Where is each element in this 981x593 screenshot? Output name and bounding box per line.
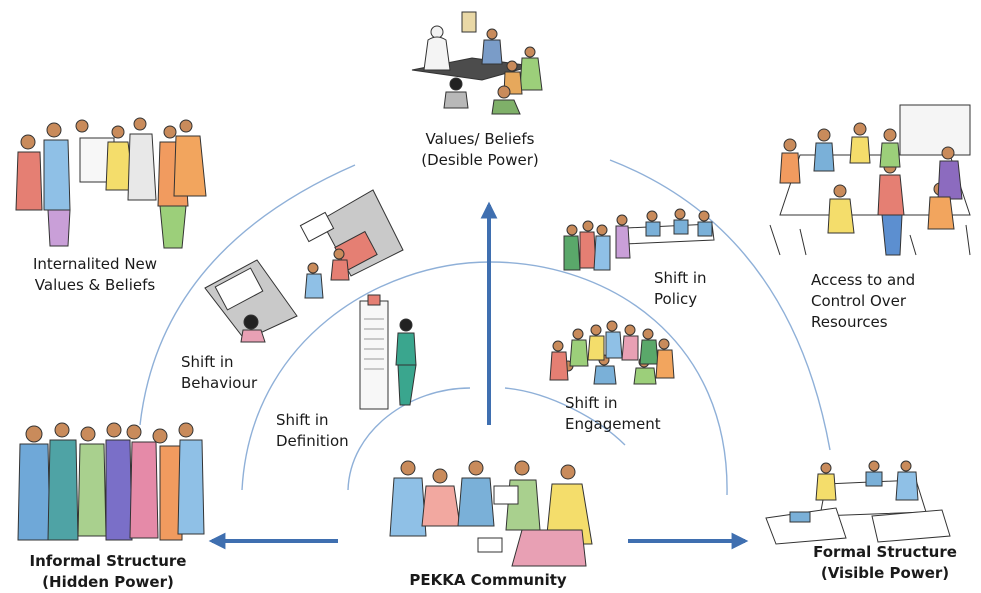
shift-policy-label: Shift in Policy [654, 268, 724, 310]
group-discussion-illustration [411, 11, 543, 115]
formal-structure-line1: Formal Structure [813, 543, 957, 561]
values-beliefs-label: Values/ Beliefs (Desible Power) [405, 129, 555, 171]
shift-behaviour-label: Shift in Behaviour [181, 352, 281, 394]
informal-structure-label: Informal Structure (Hidden Power) [18, 551, 198, 593]
pekka-community-label: PEKKA Community [398, 570, 578, 591]
values-beliefs-line2: (Desible Power) [421, 151, 539, 169]
panel-hearing-illustration [563, 208, 715, 271]
shift-behaviour-line1: Shift in [181, 353, 234, 371]
woman-at-chart-illustration [359, 294, 417, 410]
internalized-values-line2: Values & Beliefs [34, 276, 156, 294]
community-women-illustration [389, 460, 593, 567]
formal-structure-label: Formal Structure (Visible Power) [795, 542, 975, 584]
internalized-values-label: Internalited New Values & Beliefs [15, 254, 175, 296]
access-resources-line1: Access to and [811, 271, 916, 289]
shift-policy-line1: Shift in [654, 269, 707, 287]
shift-policy-line2: Policy [654, 290, 698, 308]
informal-structure-line2: (Hidden Power) [42, 573, 174, 591]
shift-definition-label: Shift in Definition [276, 410, 376, 452]
shift-engagement-line1: Shift in [565, 394, 618, 412]
informal-structure-line1: Informal Structure [29, 552, 187, 570]
villagers-illustration [17, 422, 205, 541]
values-beliefs-line1: Values/ Beliefs [425, 130, 535, 148]
shift-definition-line1: Shift in [276, 411, 329, 429]
formal-structure-line2: (Visible Power) [820, 564, 950, 582]
shift-definition-line2: Definition [276, 432, 349, 450]
access-resources-line2: Control Over [811, 292, 907, 310]
internalized-values-line1: Internalited New [32, 255, 158, 273]
outer-arc [139, 159, 831, 451]
conference-meeting-illustration [769, 104, 971, 256]
pekka-community-line1: PEKKA Community [409, 571, 567, 589]
villagers-reading-notice-illustration [15, 117, 207, 249]
access-resources-line3: Resources [811, 313, 888, 331]
shift-engagement-line2: Engagement [565, 415, 661, 433]
office-meeting-illustration [765, 460, 951, 545]
crowd-gathering-illustration [549, 320, 675, 385]
inner-arc [347, 387, 626, 491]
shift-engagement-label: Shift in Engagement [565, 393, 675, 435]
shift-behaviour-line2: Behaviour [181, 374, 258, 392]
village-notice-boards-illustration [204, 189, 404, 343]
access-resources-label: Access to and Control Over Resources [811, 270, 941, 333]
arrows [208, 201, 749, 550]
